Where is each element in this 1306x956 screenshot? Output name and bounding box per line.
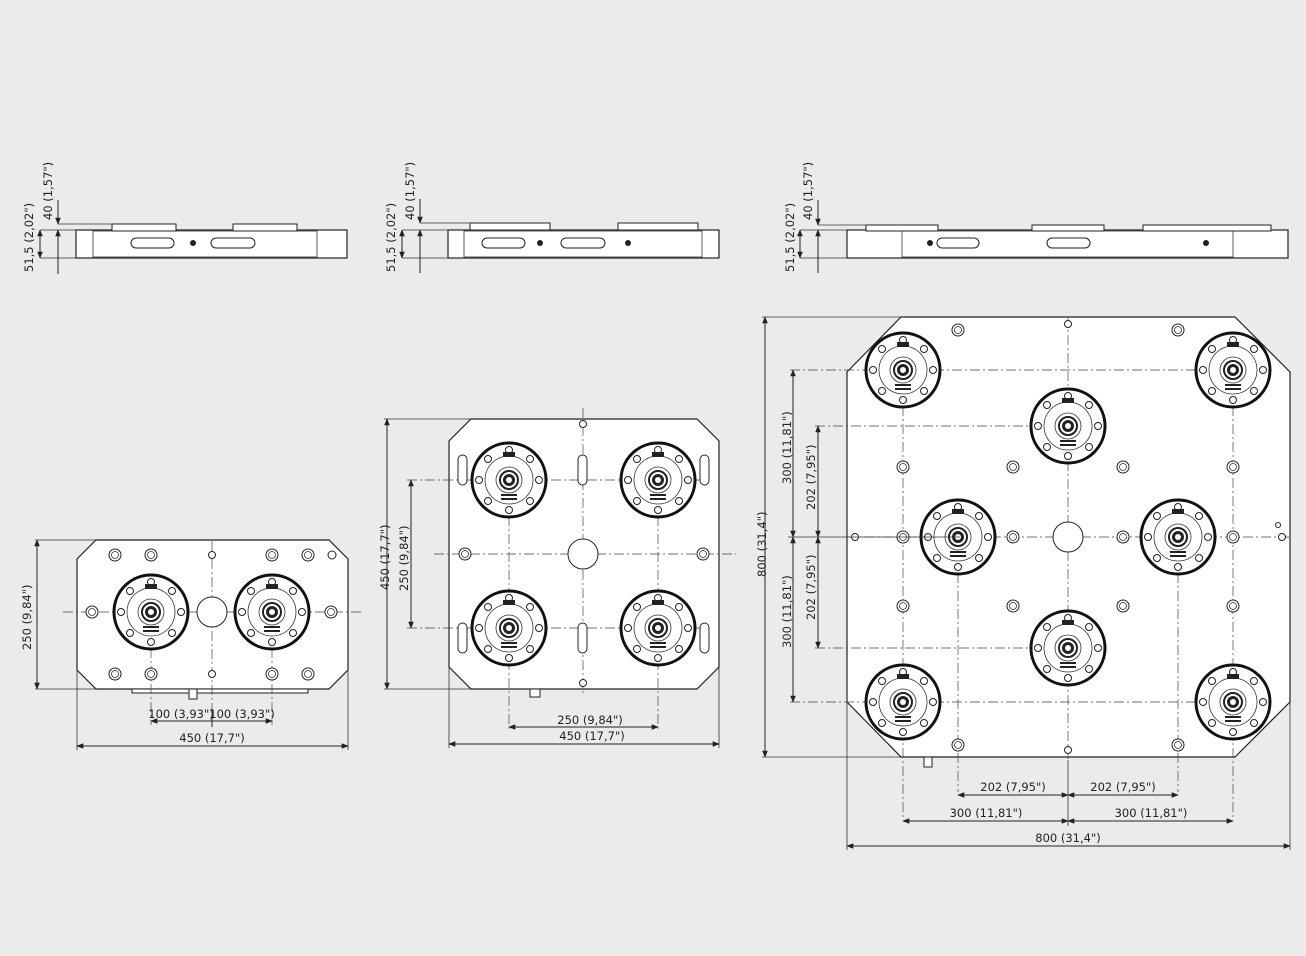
chuck-8 [1194,663,1272,741]
side-height-label: 51,5 (2,02") [783,203,797,272]
h-300-left-label: 300 (11,81") [950,806,1023,820]
chuck-1 [470,441,548,519]
side-height-label: 51,5 (2,02") [22,203,36,272]
top-view-small: 250 (9,84") 450 (17,7") 100 (3,93") 100 … [20,539,362,750]
side-top-label: 40 (1,57") [403,162,417,220]
spacing-vertical-label: 250 (9,84") [397,526,411,591]
chuck-4 [619,589,697,667]
h-202-left-label: 202 (7,95") [980,780,1045,794]
v-300-bottom-label: 300 (11,81") [780,575,794,648]
chuck-5 [1139,498,1217,576]
side-top-label: 40 (1,57") [41,162,55,220]
height-dimension-label: 250 (9,84") [20,585,34,650]
side-view-medium: 51,5 (2,02") 40 (1,57") [384,162,720,273]
side-top-label: 40 (1,57") [801,162,815,220]
chuck-7 [864,663,942,741]
chuck-2 [233,573,311,651]
v-202-top-label: 202 (7,95") [804,445,818,510]
chuck-2 [619,441,697,519]
chuck-3 [1029,387,1107,465]
top-view-large: 800 (31,4") 300 (11,81") 202 (7,95") 202… [755,316,1291,850]
chuck-1 [112,573,190,651]
spacing-left-label: 100 (3,93") [148,707,213,721]
width-dimension-label: 450 (17,7") [179,731,244,745]
chuck-2 [1194,331,1272,409]
height-dimension-label: 450 (17,7") [378,525,392,590]
h-300-right-label: 300 (11,81") [1115,806,1188,820]
side-height-label: 51,5 (2,02") [384,203,398,272]
spacing-right-label: 100 (3,93") [209,707,274,721]
h-202-right-label: 202 (7,95") [1090,780,1155,794]
spacing-horizontal-label: 250 (9,84") [557,713,622,727]
chuck-3 [470,589,548,667]
width-dimension-label: 800 (31,4") [1035,831,1100,845]
side-view-large: 51,5 (2,02") 40 (1,57") [783,162,1289,273]
top-view-medium: 450 (17,7") 250 (9,84") 250 (9,84") 450 … [378,408,736,748]
width-dimension-label: 450 (17,7") [559,729,624,743]
v-202-bottom-label: 202 (7,95") [804,555,818,620]
chuck-1 [864,331,942,409]
side-view-small: 51,5 (2,02") 40 (1,57") [22,162,348,274]
v-300-top-label: 300 (11,81") [780,411,794,484]
height-dimension-label: 800 (31,4") [755,512,769,577]
chuck-6 [1029,609,1107,687]
